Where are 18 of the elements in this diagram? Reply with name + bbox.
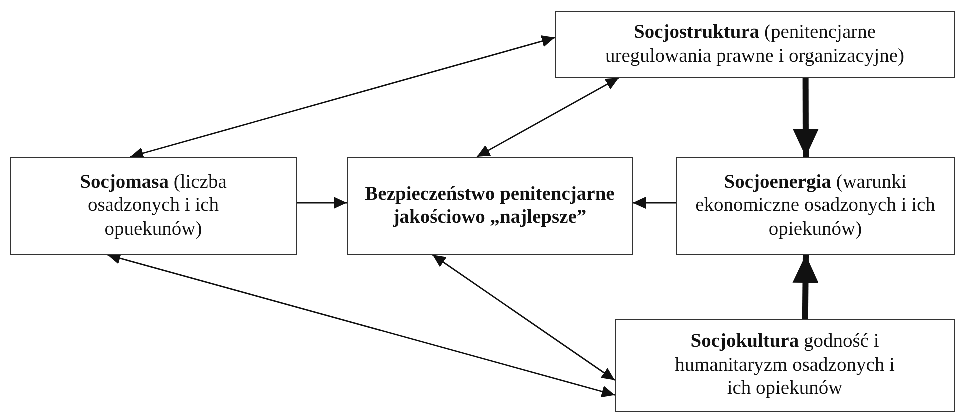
concept-box	[615, 319, 955, 412]
arrow	[792, 254, 819, 320]
node-text: Socjostruktura (penitencjarne uregulowania prawne i organizacyjne)	[604, 21, 906, 68]
concept-box	[555, 11, 955, 78]
arrow	[792, 78, 819, 158]
node-text: Socjokultura godność i humanitaryzm osadzonych i ich opiekunów	[674, 330, 896, 401]
arrow	[432, 254, 616, 381]
arrow	[633, 197, 676, 210]
concept-box	[347, 157, 633, 255]
node-text: Socjomasa (liczba osadzonych i ich opuekunów)	[79, 170, 228, 242]
node-text: Bezpieczeństwo penitencjarne jakościowo „najlepsze”	[364, 182, 616, 230]
node-text: Socjoenergia (warunki ekonomiczne osadzonych i ich opiekunów)	[694, 170, 936, 242]
arrow	[130, 36, 556, 160]
arrow	[297, 197, 347, 210]
concept-box	[10, 157, 297, 255]
arrow	[107, 252, 616, 398]
concept-box	[676, 157, 955, 255]
arrow	[476, 77, 620, 158]
